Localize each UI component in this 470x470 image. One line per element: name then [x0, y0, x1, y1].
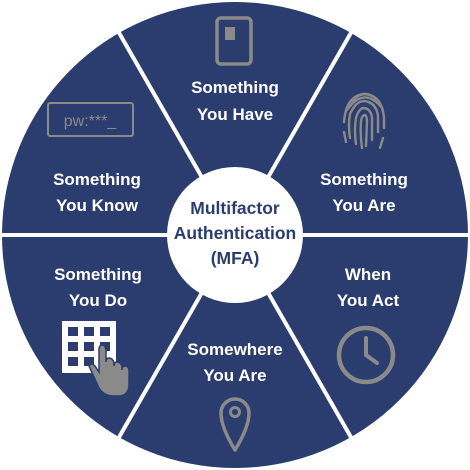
segment-label-line-1: Somewhere: [187, 340, 282, 359]
segment-label-line-1: Something: [320, 170, 408, 189]
center-line-2: Authentication: [174, 223, 297, 243]
segment-something-you-know: pw:***_ Something You Know: [47, 102, 141, 215]
password-field-icon: pw:***_: [47, 102, 134, 137]
center-circle: [167, 167, 303, 303]
segment-label-line-2: You Know: [56, 196, 139, 215]
segment-label-line-2: You Do: [69, 291, 127, 310]
fingerprint-icon: [342, 92, 386, 150]
segment-something-you-do: Something You Do: [54, 265, 142, 397]
center-line-3: (MFA): [211, 248, 260, 268]
segment-label-line-1: Something: [54, 265, 142, 284]
center-line-1: Multifactor: [190, 198, 280, 218]
clock-icon: [336, 325, 396, 385]
segment-something-you-have: Something You Have: [191, 16, 279, 124]
segment-label-line-1: Something: [53, 170, 141, 189]
segment-label-line-1: When: [345, 265, 391, 284]
mobile-phone-icon: [215, 16, 253, 66]
segment-label-line-2: You Act: [337, 291, 400, 310]
password-field-text: pw:***_: [64, 113, 118, 130]
segment-when-you-act: When You Act: [336, 265, 400, 385]
segment-somewhere-you-are: Somewhere You Are: [187, 340, 283, 452]
segment-label-line-2: You Are: [332, 196, 395, 215]
segment-something-you-are: Something You Are: [320, 92, 408, 215]
segment-label-line-2: You Have: [197, 105, 273, 124]
keypad-hand-icon: [62, 321, 130, 397]
location-pin-icon: [219, 397, 251, 452]
segment-label-line-1: Something: [191, 78, 279, 97]
segment-label-line-2: You Are: [203, 366, 266, 385]
